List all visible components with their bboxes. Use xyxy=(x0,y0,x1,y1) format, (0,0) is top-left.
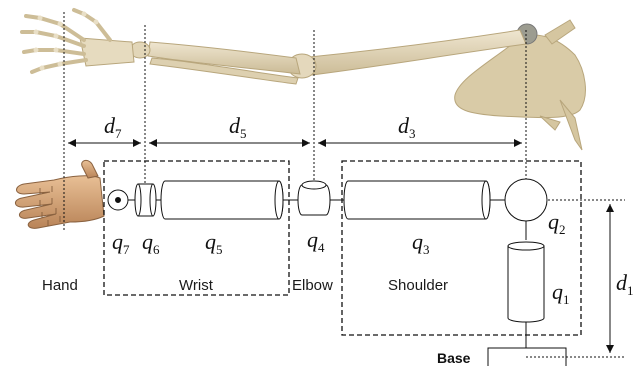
joint-q6-cylinder xyxy=(135,184,156,216)
region-labels: Hand Wrist Elbow Shoulder Base xyxy=(42,277,471,366)
d3-label: d3 xyxy=(398,113,416,141)
q4-label: q4 xyxy=(307,227,325,255)
joint-q2-sphere xyxy=(505,179,547,221)
q7-label: q7 xyxy=(112,229,130,257)
q5-label: q5 xyxy=(205,229,223,257)
wrist-label: Wrist xyxy=(179,277,214,294)
q2-label: q2 xyxy=(548,209,566,237)
joint-q1-cylinder xyxy=(508,242,544,322)
robotic-hand-illustration xyxy=(15,160,104,228)
base-label: Base xyxy=(437,350,471,366)
q6-label: q6 xyxy=(142,229,160,257)
d7-label: d7 xyxy=(104,113,122,141)
hand-label: Hand xyxy=(42,277,78,294)
q3-label: q3 xyxy=(412,229,430,257)
shoulder-label: Shoulder xyxy=(388,277,448,294)
joint-q7-symbol xyxy=(108,190,128,210)
q1-label: q1 xyxy=(552,279,570,307)
joint-q3-cylinder xyxy=(344,181,490,219)
joint-q4-cylinder xyxy=(298,181,330,215)
d1-label: d1 xyxy=(616,270,634,298)
robot-arm-schematic xyxy=(108,179,566,366)
joint-q5-cylinder xyxy=(161,181,283,219)
d5-label: d5 xyxy=(229,113,247,141)
elbow-label: Elbow xyxy=(292,277,333,294)
